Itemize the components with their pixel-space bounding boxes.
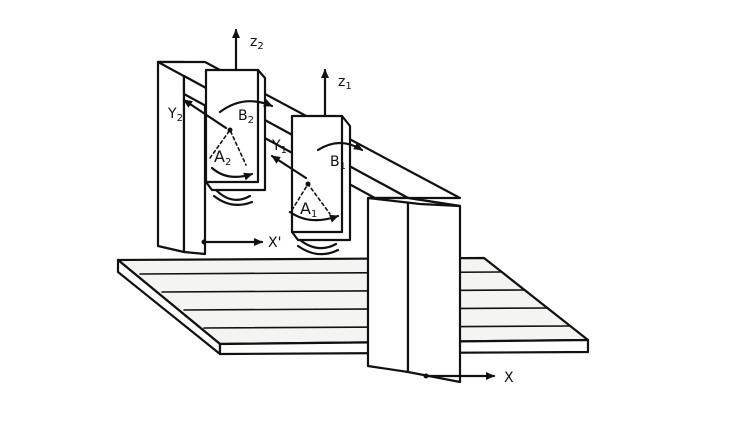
spindle-head-2 <box>204 68 267 207</box>
right-column <box>366 196 462 384</box>
label-b2: B2 <box>238 108 254 126</box>
label-z2: z2 <box>250 34 264 52</box>
label-y2: Y2 <box>167 106 183 124</box>
b1-rotation-arrow <box>316 141 364 152</box>
a2-pivot-dot <box>227 127 233 133</box>
a2-rotation-arrow <box>210 166 254 181</box>
label-x: X <box>504 370 514 386</box>
table-slot <box>161 289 525 293</box>
b2-rotation-arrow <box>218 99 274 114</box>
label-b1: B1 <box>330 154 346 172</box>
label-a1: A1 <box>300 199 317 220</box>
left-column <box>156 60 207 256</box>
label-x-prime: X' <box>268 235 281 251</box>
a1-rotation-arrow <box>288 210 340 223</box>
machine-table <box>116 256 590 356</box>
a2-swivel-wedge <box>209 128 247 166</box>
label-z1: z1 <box>338 74 352 92</box>
y2-axis-arrow <box>182 98 228 130</box>
label-y1: Y1 <box>271 138 287 156</box>
y1-axis-arrow <box>270 154 308 180</box>
a1-pivot-dot <box>305 181 311 187</box>
table-slot <box>183 307 549 311</box>
spindle-head-1 <box>290 114 352 256</box>
label-a2: A2 <box>214 147 231 168</box>
